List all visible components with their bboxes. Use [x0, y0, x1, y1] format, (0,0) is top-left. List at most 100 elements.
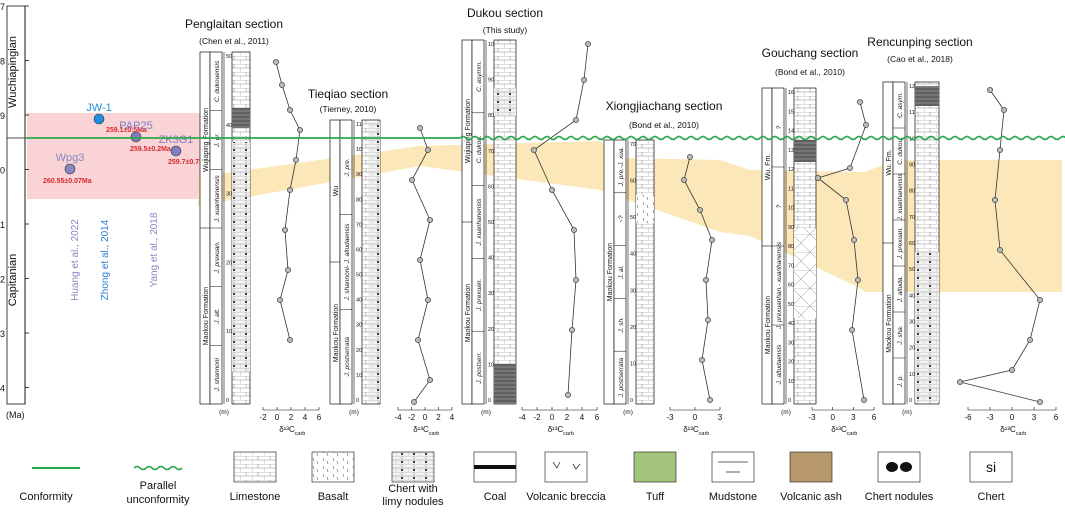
lithology-chert-unit — [494, 88, 516, 116]
zone-label: C. asymm. — [476, 61, 483, 92]
boundary-lines — [26, 135, 1065, 141]
meter-tick-label: 70 — [788, 263, 794, 269]
legend-label: Chert — [978, 491, 1005, 503]
age-units-label: (Ma) — [6, 410, 25, 420]
meter-tick-label: 60 — [788, 283, 794, 289]
d13c-point — [815, 175, 821, 181]
meter-tick-label: 120 — [909, 84, 918, 90]
meter-tick-label: 30 — [788, 340, 794, 346]
meter-tick-label: 0 — [909, 398, 912, 404]
meter-tick-label: 40 — [788, 321, 794, 327]
d13c-point — [569, 327, 575, 333]
meter-tick-label: 50 — [226, 54, 232, 60]
meter-tick-label: 110 — [356, 122, 365, 128]
meter-tick-label: 40 — [226, 123, 232, 129]
meter-tick-label: 100 — [488, 42, 497, 48]
d13c-point — [573, 117, 579, 123]
meter-tick-label: 60 — [488, 184, 494, 190]
age-tick-label: 262 — [0, 275, 5, 285]
legend-label: Volcanic ash — [780, 491, 842, 503]
d13c-tick-label: 6 — [1054, 413, 1059, 422]
legend-label: Parallel — [140, 480, 177, 492]
zone-label: J. postserr. — [476, 351, 483, 384]
legend-item-mudstone: Mudstone — [709, 451, 757, 503]
section-title: Gouchang section — [762, 46, 859, 60]
meter-tick-label: 130 — [788, 148, 797, 154]
d13c-curve — [683, 156, 713, 401]
legend-swatch — [877, 451, 921, 483]
meter-tick-label: 30 — [909, 320, 915, 326]
section-title: Xiongjiachang section — [606, 99, 723, 113]
zone-label: J. prexuanhan.- xuanhanensis — [776, 241, 783, 330]
zone-label: J. postserrata — [344, 337, 351, 378]
meter-tick-label: 20 — [630, 325, 636, 331]
d13c-point — [273, 59, 279, 65]
meter-tick-label: 110 — [788, 186, 797, 192]
meter-tick-label: 30 — [488, 291, 494, 297]
zone-label: J. p. — [897, 375, 904, 388]
meter-tick-label: 10 — [788, 379, 794, 385]
d13c-tick-label: 0 — [550, 413, 555, 422]
d13c-curve — [411, 127, 431, 403]
meter-tick-label: 80 — [488, 113, 494, 119]
d13c-point — [863, 122, 869, 128]
meter-tick-label: 120 — [788, 167, 797, 173]
legend-item-breccia: Volcanic breccia — [526, 451, 607, 503]
date-age-label: 259.7±0.7Ma — [168, 159, 209, 166]
meter-label: (m) — [781, 409, 791, 416]
section-gouchang: Gouchang section(Bond et al., 2010)Wu. F… — [762, 46, 877, 437]
meter-tick-label: 10 — [356, 373, 362, 379]
d13c-tick-label: 6 — [595, 413, 600, 422]
radiometric-dates: JW-1259.1±0.5MaPAP25259.5±0.2MaZK3G1259.… — [29, 102, 209, 301]
d13c-point — [851, 237, 857, 243]
d13c-point — [287, 187, 293, 193]
d13c-tick-label: 0 — [693, 413, 698, 422]
meter-label: (m) — [902, 409, 912, 416]
lithology-mudstone-unit — [794, 140, 816, 162]
zone-label: J. shannoni — [214, 357, 221, 392]
meter-tick-label: 30 — [356, 323, 362, 329]
meter-tick-label: 140 — [788, 129, 797, 135]
date-marker — [93, 113, 105, 125]
lithology-mudstone-unit — [494, 364, 516, 404]
date-reference: Zhong et al., 2014 — [100, 219, 111, 300]
d13c-tick-label: 4 — [450, 413, 455, 422]
d13c-curve — [959, 89, 1041, 403]
meter-label: (m) — [481, 409, 491, 416]
d13c-axis-sublabel: carb — [699, 431, 710, 437]
d13c-point — [425, 297, 431, 303]
formation-label: Wu. Fm. — [886, 149, 893, 175]
zone-label: C. dukou. — [897, 137, 904, 165]
d13c-point — [681, 177, 687, 183]
d13c-point — [705, 317, 711, 323]
stage-label-wuchiapingian: Wuchiapingian — [7, 36, 19, 108]
zone-label: J. sh. — [618, 317, 625, 334]
d13c-point — [699, 357, 705, 363]
meter-tick-label: 70 — [356, 222, 362, 228]
meter-tick-label: 20 — [909, 346, 915, 352]
date-reference: Yang et al., 2018 — [149, 212, 160, 287]
d13c-curve — [275, 61, 301, 341]
d13c-point — [997, 247, 1003, 253]
date-sample-label: Wpg3 — [56, 152, 85, 164]
d13c-point — [957, 379, 963, 385]
d13c-point — [427, 377, 433, 383]
legend-item-limestone: Limestone — [230, 451, 281, 503]
legend-label: unconformity — [127, 494, 190, 506]
legend-label: Limestone — [230, 491, 281, 503]
d13c-point — [1001, 107, 1007, 113]
zone-label: J. shannoni- J. altudaensis — [344, 223, 351, 302]
meter-tick-label: 150 — [788, 109, 797, 115]
d13c-tick-label: -3 — [808, 413, 816, 422]
section-title: Rencunping section — [867, 35, 972, 49]
d13c-point — [285, 267, 291, 273]
d13c-tick-label: 6 — [317, 413, 322, 422]
d13c-point — [277, 297, 283, 303]
section-reference: (This study) — [483, 25, 528, 35]
age-tick-label: 259 — [0, 111, 5, 121]
meter-tick-label: 40 — [488, 256, 494, 262]
d13c-tick-label: 0 — [1010, 413, 1015, 422]
